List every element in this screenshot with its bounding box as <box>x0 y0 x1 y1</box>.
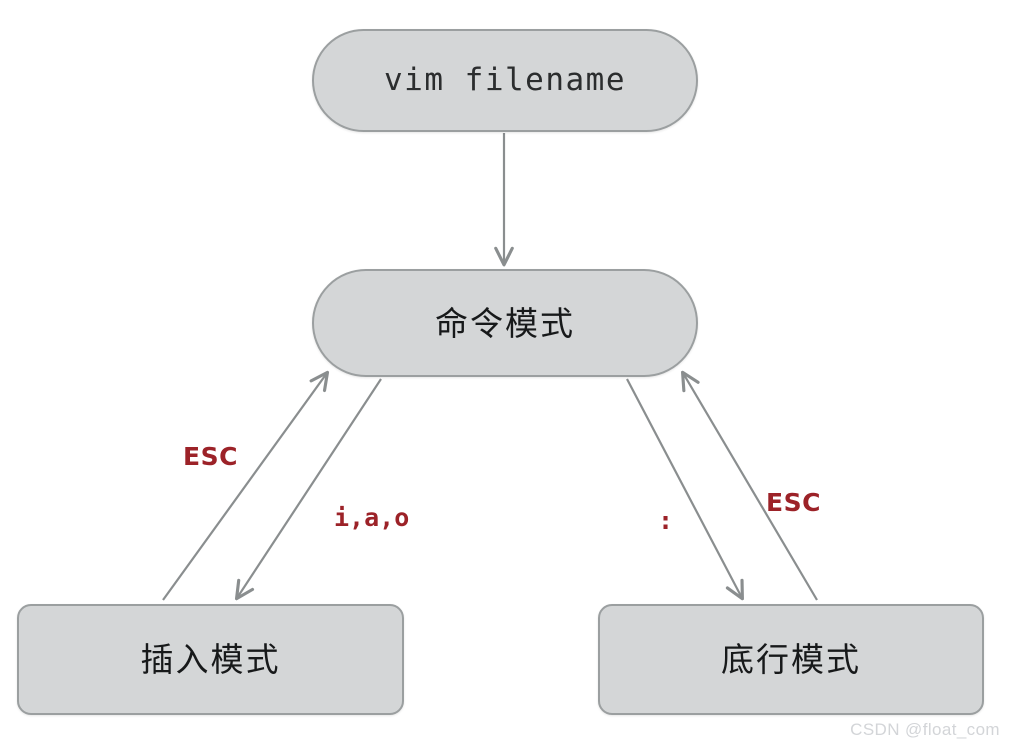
edge-lastline-to-command <box>681 370 818 601</box>
edge-label-colon: : <box>658 506 674 535</box>
edge-label-esc-right: ESC <box>766 488 821 517</box>
watermark: CSDN @float_com <box>850 720 1000 739</box>
edge-insert-to-command <box>162 370 330 601</box>
node-insert-mode[interactable]: 插入模式 <box>17 604 404 715</box>
node-command-mode[interactable]: 命令模式 <box>312 269 698 377</box>
node-insert-mode-label: 插入模式 <box>140 640 281 679</box>
node-start-label: vim filename <box>384 62 626 98</box>
node-lastline-mode[interactable]: 底行模式 <box>598 604 984 715</box>
edge-command-to-lastline <box>626 378 744 601</box>
node-start[interactable]: vim filename <box>312 29 698 132</box>
node-lastline-mode-label: 底行模式 <box>721 640 861 679</box>
edge-label-esc-left: ESC <box>183 442 238 471</box>
edge-label-iao: i,a,o <box>334 503 410 532</box>
edge-command-to-insert <box>234 378 382 601</box>
node-command-mode-label: 命令模式 <box>435 303 575 343</box>
